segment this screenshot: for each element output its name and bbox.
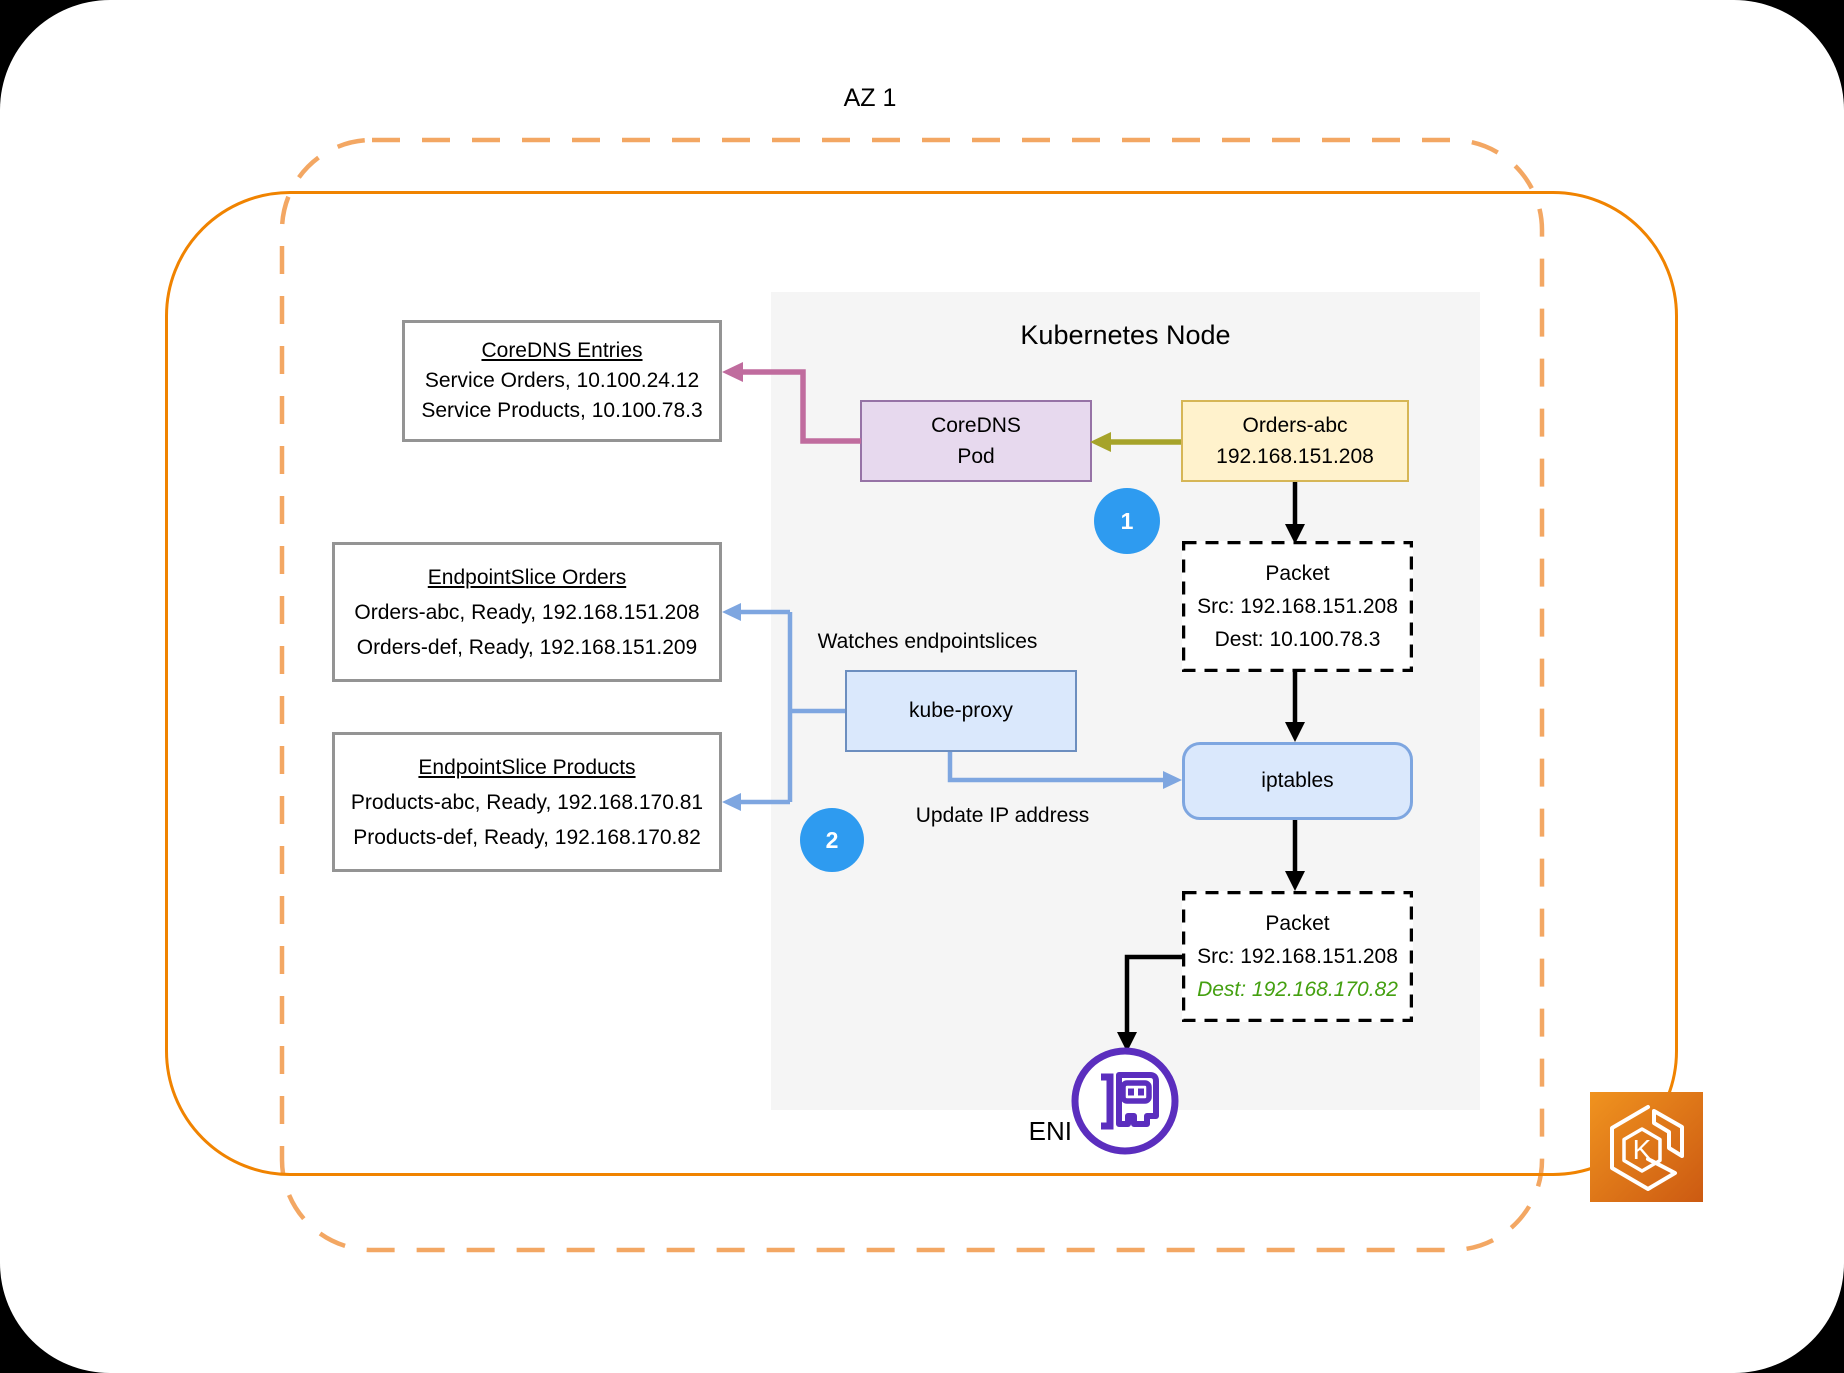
orders-abc-pod-box: Orders-abc 192.168.151.208 xyxy=(1181,400,1409,482)
kube-proxy-label: kube-proxy xyxy=(909,699,1013,722)
endpointslice-orders-box: EndpointSlice Orders Orders-abc, Ready, … xyxy=(332,542,722,682)
packet-dest-rewritten: Dest: 192.168.170.82 xyxy=(1197,978,1398,1001)
step-2-badge: 2 xyxy=(800,808,864,872)
eks-letter: K xyxy=(1633,1134,1652,1165)
packet-src: Src: 192.168.151.208 xyxy=(1197,595,1398,618)
eni-icon xyxy=(1071,1047,1179,1155)
endpointslice-products-box: EndpointSlice Products Products-abc, Rea… xyxy=(332,732,722,872)
endpointslice-products-title: EndpointSlice Products xyxy=(418,755,636,779)
endpointslice-orders-title: EndpointSlice Orders xyxy=(427,565,627,589)
cluster-solid-boundary xyxy=(165,191,1678,1176)
coredns-pod-line: Pod xyxy=(957,445,995,468)
endpointslice-orders-line: Orders-def, Ready, 192.168.151.209 xyxy=(356,635,698,659)
packet-dest: Dest: 10.100.78.3 xyxy=(1214,628,1381,651)
update-ip-address-label: Update IP address xyxy=(915,804,1090,827)
az-label: AZ 1 xyxy=(843,84,897,112)
step-1-badge: 1 xyxy=(1094,488,1160,554)
coredns-pod-box: CoreDNS Pod xyxy=(860,400,1092,482)
coredns-pod-line: CoreDNS xyxy=(931,414,1021,437)
iptables-box: iptables xyxy=(1182,742,1413,820)
coredns-entries-line: Service Products, 10.100.78.3 xyxy=(421,399,703,422)
kube-proxy-box: kube-proxy xyxy=(845,670,1077,752)
eks-icon: K xyxy=(1590,1092,1703,1202)
orders-abc-line: Orders-abc xyxy=(1242,414,1348,437)
endpointslice-products-line: Products-abc, Ready, 192.168.170.81 xyxy=(350,790,704,814)
packet-before-box: Packet Src: 192.168.151.208 Dest: 10.100… xyxy=(1182,541,1413,672)
packet-src: Src: 192.168.151.208 xyxy=(1197,945,1398,968)
packet-title: Packet xyxy=(1265,912,1330,935)
watches-endpointslices-label: Watches endpointslices xyxy=(817,630,1038,653)
coredns-entries-box: CoreDNS Entries Service Orders, 10.100.2… xyxy=(402,320,722,442)
iptables-label: iptables xyxy=(1261,769,1334,792)
coredns-entries-title: CoreDNS Entries xyxy=(481,339,643,362)
kubernetes-node-title: Kubernetes Node xyxy=(1020,320,1231,350)
coredns-entries-line: Service Orders, 10.100.24.12 xyxy=(424,369,700,392)
endpointslice-orders-line: Orders-abc, Ready, 192.168.151.208 xyxy=(354,600,700,624)
orders-abc-line: 192.168.151.208 xyxy=(1216,445,1374,468)
eni-label: ENI xyxy=(1028,1116,1072,1146)
eks-icon-glyph: K xyxy=(1610,1105,1684,1191)
packet-title: Packet xyxy=(1265,562,1330,585)
packet-after-box: Packet Src: 192.168.151.208 Dest: 192.16… xyxy=(1182,891,1413,1022)
endpointslice-products-line: Products-def, Ready, 192.168.170.82 xyxy=(353,825,701,849)
